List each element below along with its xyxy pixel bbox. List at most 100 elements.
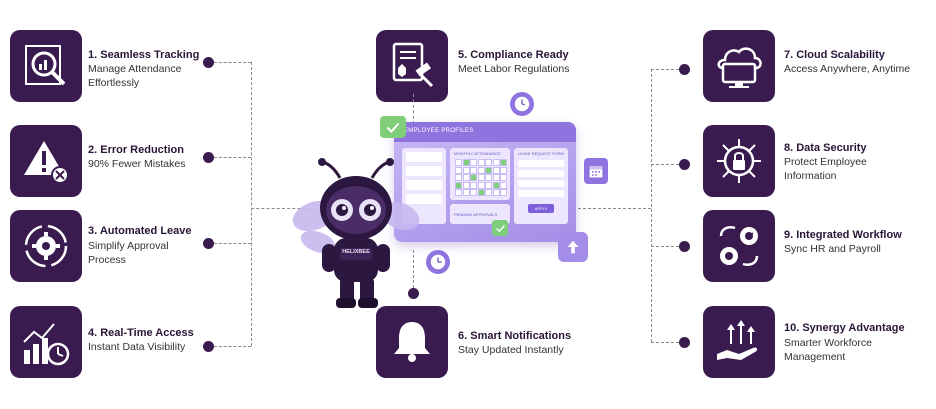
calendar-cell: [477, 166, 485, 174]
calendar-cell: [462, 166, 470, 174]
calendar-cell: [470, 166, 477, 174]
feature-8-desc-line-1: Protect Employee: [784, 156, 867, 168]
calendar-cell: [455, 189, 462, 196]
calendar-cell: [485, 159, 492, 166]
calendar-cell: [500, 166, 507, 174]
bell-icon: [394, 322, 430, 362]
pending-approvals-panel: PENDING APPROVALS: [450, 204, 510, 224]
leave-request-panel: LEAVE REQUEST FORM APPLY: [514, 148, 568, 224]
calendar-cell: [477, 174, 485, 181]
apply-button: APPLY: [528, 204, 554, 213]
feature-8-title: 8. Data Security: [784, 142, 867, 154]
feature-10-title: 10. Synergy Advantage: [784, 322, 905, 334]
connector-dot-7: [679, 64, 690, 75]
clock-small-icon: [426, 250, 450, 274]
calendar-cell: [492, 166, 500, 174]
feature-1-desc-line-1: Manage Attendance: [88, 63, 182, 75]
calendar-cell: [462, 159, 470, 166]
connector-dot-4: [203, 341, 214, 352]
feature-9-icon-box: [703, 210, 775, 282]
feature-10-desc-line-2: Management: [784, 351, 846, 363]
calendar-cell: [462, 189, 470, 196]
feature-4-icon-box: [10, 306, 82, 378]
connector-line-6: [413, 250, 414, 288]
calendar-cell: [455, 174, 462, 181]
calendar-cell: [492, 174, 500, 181]
leave-form-field: [518, 180, 564, 187]
calendar-cell: [455, 166, 462, 174]
feature-9-title: 9. Integrated Workflow: [784, 229, 902, 241]
connector-dot-5: [408, 83, 419, 94]
connector-line-1: [214, 62, 251, 63]
calendar-cell: [455, 181, 462, 189]
connector-trunk-left: [251, 62, 252, 346]
document-gavel-icon: [392, 42, 434, 88]
feature-5-desc-line-1: Meet Labor Regulations: [458, 63, 570, 75]
calendar-icon: [584, 158, 608, 184]
employee-row: [406, 166, 442, 176]
employee-row: [406, 152, 442, 162]
clock-icon: [510, 92, 534, 116]
lock-circuit-icon: [717, 139, 761, 183]
feature-2-desc-line-1: 90% Fewer Mistakes: [88, 158, 186, 170]
employee-row: [406, 194, 442, 204]
hand-growth-arrows-icon: [717, 320, 758, 360]
calendar-cell: [485, 189, 492, 196]
leave-form-field: [518, 160, 564, 167]
small-check-icon: [492, 220, 508, 236]
feature-7-title: 7. Cloud Scalability: [784, 49, 885, 61]
calendar-cell: [500, 174, 507, 181]
feature-8-icon-box: [703, 125, 775, 197]
connector-line-10: [651, 342, 679, 343]
upload-arrow-icon: [558, 232, 588, 262]
feature-3-desc-line-2: Process: [88, 254, 126, 266]
feature-6-desc-line-1: Stay Updated Instantly: [458, 344, 564, 356]
calendar-cell: [462, 181, 470, 189]
leave-form-field: [518, 170, 564, 177]
bee-mascot-illustration: [292, 158, 420, 308]
feature-6-desc: Stay Updated Instantly: [458, 343, 564, 357]
calendar-cell: [455, 159, 462, 166]
feature-2-icon-box: [10, 125, 82, 197]
screen-title: EMPLOYEE PROFILES: [404, 128, 474, 134]
feature-1-title: 1. Seamless Tracking: [88, 49, 200, 61]
connector-line-2: [214, 157, 251, 158]
connector-dot-3: [203, 238, 214, 249]
calendar-cell: [500, 159, 507, 166]
calendar-cell: [470, 189, 477, 196]
connector-link-right: [578, 208, 651, 209]
check-badge-icon: [380, 116, 406, 138]
connector-line-4: [214, 346, 251, 347]
feature-2-title: 2. Error Reduction: [88, 144, 184, 156]
attendance-panel: MONTHLY ATTENDANCE: [450, 148, 510, 200]
hr-dashboard-screen: EMPLOYEE PROFILES MONTHLY ATTENDANCE LEA…: [394, 122, 576, 242]
feature-7-desc-line-1: Access Anywhere, Anytime: [784, 63, 911, 75]
calendar-cell: [485, 181, 492, 189]
feature-5-desc: Meet Labor Regulations: [458, 62, 570, 76]
calendar-cell: [485, 166, 492, 174]
calendar-cell: [500, 189, 507, 196]
calendar-cell: [470, 159, 477, 166]
calendar-cell: [477, 159, 485, 166]
connector-link-left: [251, 208, 316, 209]
feature-4-desc-line-1: Instant Data Visibility: [88, 341, 186, 353]
feature-7-icon-box: [703, 30, 775, 102]
feature-1-icon-box: [10, 30, 82, 102]
connector-line-8: [651, 164, 679, 165]
attendance-panel-label: MONTHLY ATTENDANCE: [454, 151, 501, 156]
connector-dot-1: [203, 57, 214, 68]
calendar-cell: [492, 189, 500, 196]
feature-4-desc: Instant Data Visibility: [88, 340, 185, 354]
calendar-cell: [492, 159, 500, 166]
feature-1-desc-line-2: Effortlessly: [88, 77, 140, 89]
feature-8-desc: Protect Employee Information: [784, 155, 867, 183]
magnifier-chart-icon: [25, 45, 66, 86]
leave-panel-label: LEAVE REQUEST FORM: [518, 151, 564, 156]
feature-10-desc-line-1: Smarter Workforce: [784, 337, 872, 349]
feature-10-icon-box: [703, 306, 775, 378]
gear-cycle-icon: [24, 224, 68, 268]
connector-line-3: [214, 243, 251, 244]
feature-7-desc: Access Anywhere, Anytime: [784, 62, 910, 76]
connector-line-9: [651, 246, 679, 247]
employee-row: [406, 180, 442, 190]
